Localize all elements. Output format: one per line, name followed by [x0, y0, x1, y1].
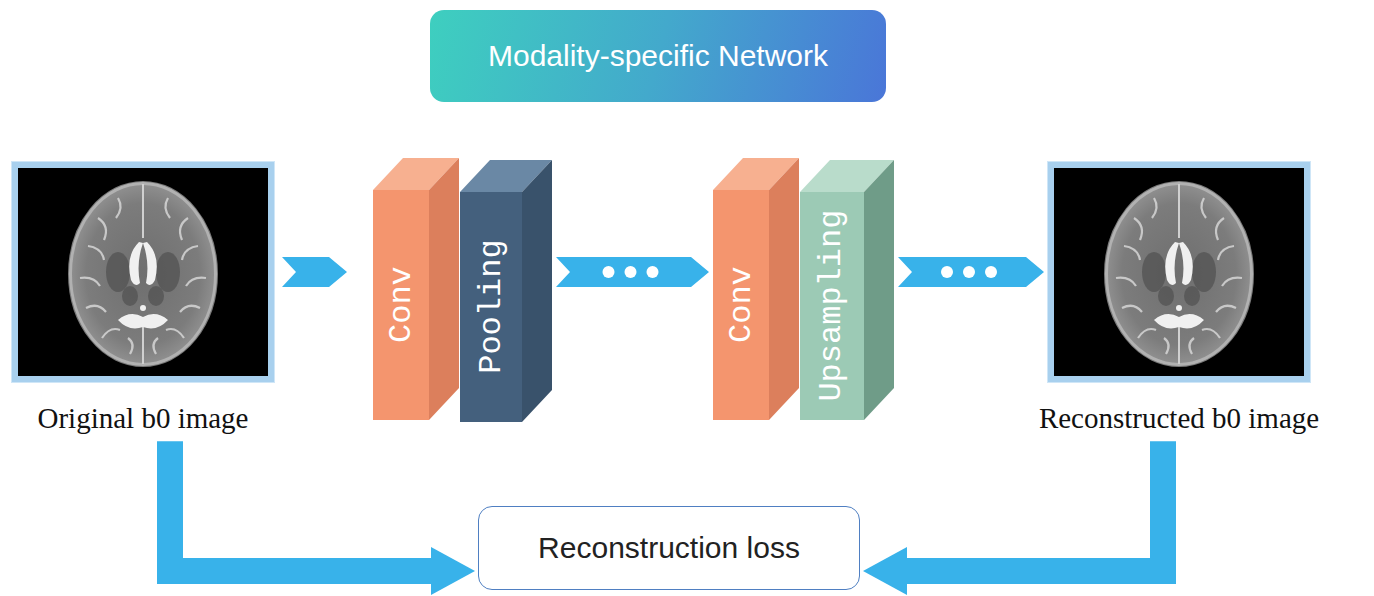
layer-block: Conv [373, 190, 429, 420]
image-caption: Reconstructed b0 image [1039, 402, 1319, 435]
chevron-arrow [556, 257, 709, 287]
flow-arrow [556, 257, 709, 287]
loss-arrow-shaft [906, 441, 1163, 571]
arrowhead [863, 547, 907, 595]
layer-block: Upsampling [800, 192, 864, 420]
process-box: Reconstruction loss [478, 506, 860, 590]
ellipsis-dot [985, 266, 997, 278]
flow-arrow [863, 441, 1163, 595]
image-caption: Original b0 image [37, 402, 248, 435]
block-side [864, 160, 894, 420]
chevron-arrow [898, 257, 1044, 287]
mri-image [18, 168, 268, 376]
image-frame [1048, 162, 1310, 382]
ellipsis-dot [647, 266, 659, 278]
mri-image [1054, 168, 1304, 376]
image-panel: Reconstructed b0 image [1048, 162, 1310, 435]
layer-block: Conv [713, 190, 769, 420]
ellipsis-dot [963, 266, 975, 278]
block-side [522, 160, 552, 422]
image-panel: Original b0 image [12, 162, 274, 435]
block-side [769, 158, 799, 420]
flow-arrow [282, 257, 347, 287]
chevron-arrow [282, 257, 347, 287]
arrowhead [431, 547, 475, 595]
image-frame [12, 162, 274, 382]
ellipsis-dot [625, 266, 637, 278]
mri-slice [1054, 168, 1304, 376]
flow-arrow [170, 441, 475, 595]
block-label: Pooling [473, 240, 508, 374]
layer-block: Pooling [460, 192, 522, 422]
ellipsis-dot [941, 266, 953, 278]
block-label: Conv [723, 267, 758, 344]
title-text: Modality-specific Network [488, 38, 828, 74]
title-box: Modality-specific Network [430, 10, 886, 102]
flow-arrow [898, 257, 1044, 287]
block-label: Conv [383, 267, 418, 344]
box-label: Reconstruction loss [538, 530, 800, 566]
ellipsis-dot [603, 266, 615, 278]
block-side [429, 158, 459, 420]
mri-slice [18, 168, 268, 376]
loss-arrow-shaft [170, 441, 432, 571]
block-label: Upsampling [814, 210, 849, 402]
